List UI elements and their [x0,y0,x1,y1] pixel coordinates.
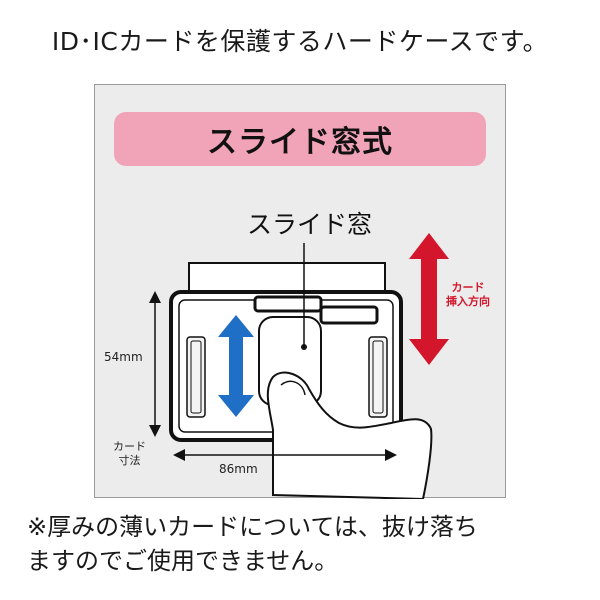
thumb-hand [266,371,433,499]
top-slot-right [319,305,379,325]
height-dimension-label: 54mm [104,350,143,364]
insertion-direction-arrow [409,233,449,365]
headline: ID･ICカードを保護するハードケースです。 [51,27,549,56]
card-case-illustration [149,233,449,499]
left-clip [186,336,206,418]
slide-direction-arrow [218,315,254,417]
product-diagram-panel: スライド窓式 スライド窓 54mm 86m [94,84,506,499]
card-size-label: カード 寸法 [113,440,146,467]
insert-direction-label: カード 挿入方向 [446,281,490,308]
right-clip [368,336,388,418]
slide-window-label: スライド窓 [247,210,373,239]
top-slot-left [253,295,323,313]
width-dimension-label: 86mm [219,462,258,476]
usage-note-line1: ※厚みの薄いカードについては、抜け落ち [27,513,478,541]
banner-title: スライド窓式 [114,112,486,166]
usage-note: ※厚みの薄いカードについては、抜け落ち ますのでご使用できません。 [27,510,587,578]
usage-note-line2: ますのでご使用できません。 [27,547,339,575]
